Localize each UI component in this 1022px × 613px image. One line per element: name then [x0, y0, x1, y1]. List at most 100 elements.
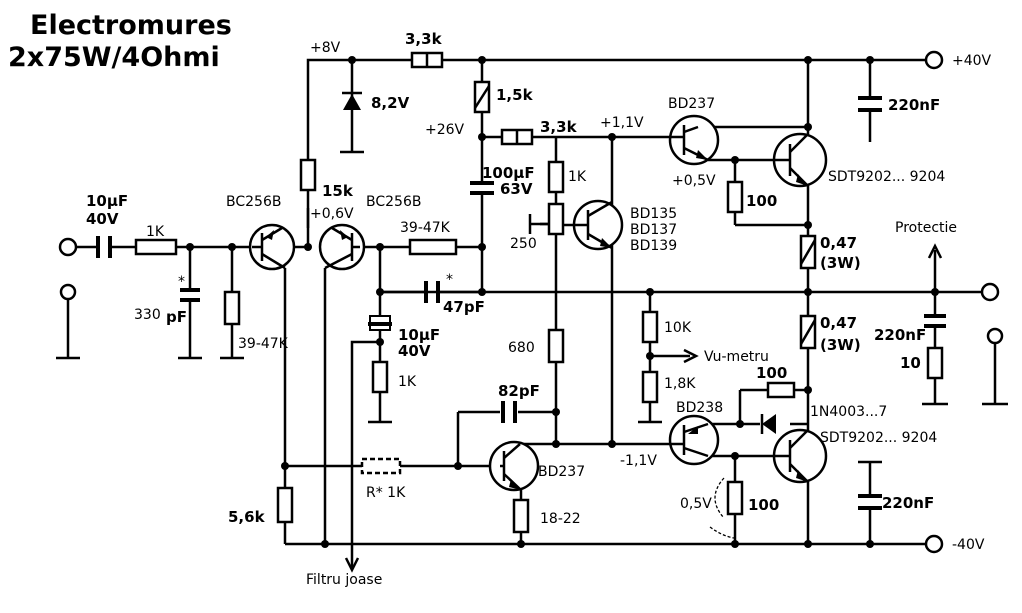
label-trimmer-250: 250 [510, 236, 537, 252]
capacitors [96, 96, 946, 510]
voltage-indicator-arrows [709, 477, 735, 539]
label-1k8: 1,8K [664, 376, 696, 392]
transistor-sdt-bottom [772, 428, 828, 484]
label-bd238: BD238 [676, 400, 723, 416]
transistor-bd237-top [662, 114, 720, 166]
label-100-top: 100 [746, 192, 777, 210]
label-18-22: 18-22 [540, 511, 581, 527]
capacitor-10uf-input [96, 236, 112, 258]
label-0v5: 0,5V [680, 496, 712, 512]
capacitor-100uf [470, 181, 494, 195]
capacitor-220nf-zobel [924, 314, 946, 328]
label-3k3-top: 3,3k [405, 30, 443, 48]
label-bd139: BD139 [630, 238, 677, 254]
label-vu-metru: Vu-metru [704, 349, 769, 365]
resistor-15k [299, 158, 317, 192]
transistor-bd135 [572, 199, 624, 251]
transistor-sdt-top [772, 132, 828, 188]
terminals [58, 50, 1004, 554]
label-plus-1v1: +1,1V [600, 115, 644, 131]
label-sdt-bottom: SDT9202... 9204 [820, 430, 937, 446]
label-bc256b-right: BC256B [366, 194, 421, 210]
terminal-plus-40v [924, 50, 944, 70]
label-40v-feedback: 40V [398, 342, 431, 360]
capacitor-330pf [180, 288, 200, 302]
label-protectie: Protectie [895, 220, 957, 236]
label-plus-40v: +40V [952, 53, 992, 69]
title-line-2: 2x75W/4Ohmi [8, 42, 220, 73]
label-100uf: 100μF [482, 164, 535, 182]
resistor-5k6 [276, 486, 294, 524]
label-10-zobel: 10 [900, 354, 921, 372]
component-labels: +8V 3,3k +40V 8,2V 1,5k +26V 3,3k +1,1V … [86, 30, 992, 588]
label-39-47k-feedback: 39-47K [400, 220, 451, 236]
label-5k6: 5,6k [228, 508, 266, 526]
diode-1n4003 [760, 414, 790, 434]
label-1k-feedback: 1K [398, 374, 417, 390]
resistors [134, 51, 944, 534]
resistor-1k-vbe [547, 160, 565, 194]
resistor-10-zobel [926, 346, 944, 380]
label-zener-8v2: 8,2V [371, 94, 410, 112]
label-bd237-top: BD237 [668, 96, 715, 112]
label-1k-vbe: 1K [568, 169, 587, 185]
resistor-39-47k-feedback [408, 238, 458, 256]
label-330pf-unit: pF [166, 308, 187, 326]
label-sdt-top: SDT9202... 9204 [828, 169, 945, 185]
resistor-100-bottom [726, 480, 744, 516]
label-39-47k-input: 39-47K [238, 336, 289, 352]
label-10k: 10K [664, 320, 692, 336]
label-3w-lower: (3W) [820, 336, 861, 354]
capacitor-220nf-top [858, 96, 882, 112]
label-15k: 15k [322, 182, 354, 200]
trimmer-250 [547, 202, 565, 236]
terminal-minus-40v [924, 534, 944, 554]
resistor-680 [547, 328, 565, 364]
label-minus-1v1: -1,1V [620, 453, 657, 469]
transistor-bd237-bottom [488, 440, 540, 492]
label-10uf-input: 10μF [86, 192, 128, 210]
label-r-star: R* 1K [366, 485, 406, 501]
transistor-bd238 [662, 414, 720, 466]
label-3k3-mid: 3,3k [540, 118, 578, 136]
label-bd135: BD135 [630, 206, 677, 222]
title-line-1: Electromures [30, 10, 232, 41]
resistor-r-star [360, 457, 402, 475]
label-star-330pf: * [178, 274, 185, 290]
label-10uf-feedback: 10μF [398, 326, 440, 344]
transistor-bc256b-left [248, 223, 296, 271]
capacitor-47pf [424, 281, 440, 303]
label-220nf-bottom: 220nF [882, 494, 934, 512]
resistor-18-22 [512, 498, 530, 534]
label-diode: 1N4003...7 [810, 404, 887, 420]
label-bc256b-left: BC256B [226, 194, 281, 210]
label-plus-26v: +26V [425, 122, 465, 138]
label-3w-upper: (3W) [820, 254, 861, 272]
capacitor-10uf-feedback [368, 315, 392, 331]
label-plus-0v6: +0,6V [310, 206, 354, 222]
label-filtru-joase: Filtru joase [306, 572, 382, 588]
label-63v: 63V [500, 180, 533, 198]
label-0-47-upper: 0,47 [820, 234, 857, 252]
terminal-input-ground [59, 283, 77, 301]
resistor-100-top [726, 180, 744, 214]
label-100-bottom: 100 [748, 496, 779, 514]
resistor-10k [641, 310, 659, 344]
label-40v-input: 40V [86, 210, 119, 228]
label-plus-0v5: +0,5V [672, 173, 716, 189]
label-82pf: 82pF [498, 382, 540, 400]
capacitor-82pf [501, 401, 517, 423]
label-minus-40v: -40V [952, 537, 985, 553]
label-100-mid: 100 [756, 364, 787, 382]
zener-diode-8v2 [342, 91, 362, 110]
resistor-1k-input [134, 238, 178, 256]
label-220nf-top: 220nF [888, 96, 940, 114]
label-1k5: 1,5k [496, 86, 534, 104]
label-0-47-lower: 0,47 [820, 314, 857, 332]
resistor-39-47k-input [223, 290, 241, 326]
label-1k-input: 1K [146, 224, 165, 240]
terminal-output [980, 282, 1000, 302]
label-47pf: 47pF [443, 298, 485, 316]
